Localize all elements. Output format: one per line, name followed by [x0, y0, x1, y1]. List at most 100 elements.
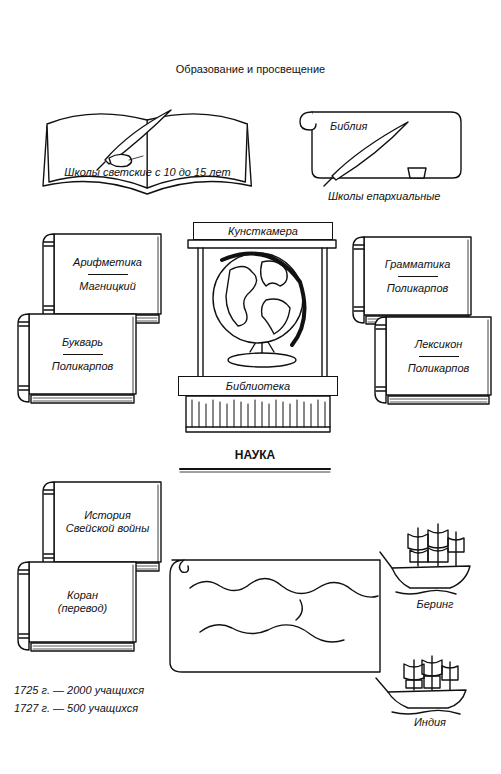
book-spine [353, 237, 364, 323]
node-text: Грамматика [385, 258, 451, 271]
bookshelf [186, 396, 330, 432]
book-node: ЛексиконПоликарпов [372, 315, 495, 407]
caption-area: Школы епархиальные [328, 190, 440, 203]
book-node: Коран (перевод) [15, 560, 140, 654]
shelf-book [255, 400, 256, 427]
separator-line [419, 356, 459, 357]
shelf-book [269, 404, 270, 427]
book-node: БукварьПоликарпов [15, 312, 140, 406]
separator-line [398, 276, 438, 277]
book-cover [54, 234, 161, 314]
book-spine [43, 482, 54, 570]
map [170, 560, 380, 672]
ship-label: Индия [390, 716, 470, 729]
ship-label: Беринг [395, 598, 475, 611]
diagram-title: Образование и просвещение [0, 63, 501, 76]
outline-stroke [488, 320, 489, 395]
shelf-book [318, 400, 319, 427]
text-area: АрифметикаМагницкий [56, 238, 159, 310]
outline-stroke [19, 385, 29, 386]
book-pages [388, 396, 489, 404]
shelf-books [192, 400, 325, 427]
shelf-book [262, 402, 263, 427]
heading-rule [180, 468, 330, 470]
node-outline [372, 315, 495, 407]
outline-stroke [376, 324, 386, 325]
shelf-book [290, 404, 291, 427]
text-area: БукварьПоликарпов [31, 318, 134, 390]
outline-stroke [19, 637, 29, 638]
outline-stroke [354, 244, 364, 245]
shelf-book [227, 404, 228, 427]
shelf-book [304, 402, 305, 427]
node-subtext: Магницкий [79, 280, 136, 293]
scroll [312, 112, 461, 178]
shelf-book [276, 400, 277, 427]
outline-stroke [376, 328, 386, 329]
outline-stroke [19, 321, 29, 322]
node-subtext: Поликарпов [408, 362, 470, 375]
shelf-book [241, 402, 242, 427]
outline-stroke [44, 489, 54, 490]
node-subtext: Поликарпов [52, 360, 114, 373]
text-area: Библиотека [179, 377, 337, 395]
node-subtext: Поликарпов [387, 282, 449, 295]
node-text: Букварь [62, 336, 103, 349]
book-spine [18, 314, 29, 402]
outline-stroke [44, 493, 54, 494]
globe [213, 253, 305, 367]
book-node: АрифметикаМагницкий [40, 232, 165, 326]
shelf-book [297, 400, 298, 427]
statistic-note: 1727 г. — 500 учащихся [14, 702, 138, 715]
outline-stroke [390, 402, 487, 403]
section-heading: НАУКА [180, 449, 330, 462]
node-text: Арифметика [73, 256, 142, 269]
outline-stroke [133, 565, 134, 642]
shelf-book [192, 400, 193, 427]
shelf-book [213, 400, 214, 427]
outline-stroke [376, 390, 386, 391]
outline-stroke [129, 156, 143, 160]
ship [380, 524, 470, 594]
sign-band: Библиотека [178, 376, 338, 396]
node-subtext: Школы епархиальные [328, 190, 440, 203]
book-spine [43, 234, 54, 322]
outline-stroke [376, 386, 386, 387]
text-area: ЛексиконПоликарпов [388, 321, 489, 391]
outline-stroke [33, 398, 132, 399]
shelf-book [206, 404, 207, 427]
node-text: Кунсткамера [228, 225, 298, 238]
book-node: История Свейской войны [40, 480, 165, 574]
node-outline [15, 312, 140, 406]
node-text: История Свейской войны [62, 509, 154, 535]
outline-stroke [390, 399, 487, 400]
ship [376, 656, 466, 714]
shelf-book [234, 400, 235, 427]
text-area: Кунсткамера [194, 223, 332, 239]
outline-stroke [19, 389, 29, 390]
outline-stroke [44, 245, 54, 246]
outline-stroke [324, 178, 332, 186]
shelf-book [325, 402, 326, 427]
text-area: Школы светские с 10 до 15 лет [59, 164, 235, 180]
shelf-book [248, 404, 249, 427]
node-text: Библия [330, 120, 367, 133]
text-area: Библия [330, 120, 367, 133]
outline-stroke [133, 317, 134, 394]
node-outline [350, 235, 475, 327]
node-text: Библиотека [226, 380, 290, 393]
book-cover [54, 482, 161, 562]
book-spine [18, 562, 29, 650]
outline-stroke [468, 240, 469, 315]
shelf-book [220, 402, 221, 427]
book-pages [31, 395, 134, 403]
outline-stroke [19, 633, 29, 634]
hand [109, 154, 132, 166]
shelf-book [199, 402, 200, 427]
outline-stroke [44, 309, 54, 310]
heading-rule [180, 472, 330, 473]
separator-line [63, 354, 103, 355]
node-text: Лексикон [415, 338, 463, 351]
text-area: Коран (перевод) [31, 566, 134, 638]
